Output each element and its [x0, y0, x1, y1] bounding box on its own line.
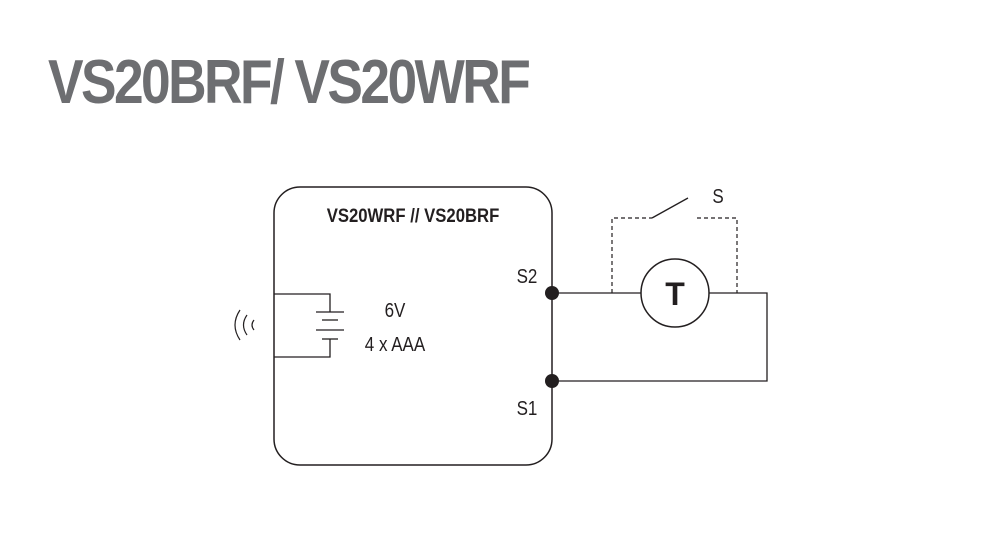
device-enclosure — [273, 186, 553, 466]
terminal-s2 — [545, 286, 559, 300]
battery-icon — [274, 293, 344, 358]
thermostat-label: T — [665, 276, 685, 312]
terminal-label-s2: S2 — [517, 265, 538, 288]
switch-icon — [651, 197, 689, 219]
device-label: VS20WRF // VS20BRF — [327, 205, 500, 226]
page-title: VS20BRF/ VS20WRF — [48, 48, 531, 117]
battery-voltage: 6V — [385, 299, 406, 322]
terminal-s1 — [545, 374, 559, 388]
external-wiring — [552, 292, 768, 382]
wireless-signal-icon — [234, 309, 255, 341]
thermostat-symbol — [640, 258, 710, 328]
switch-branch — [611, 217, 738, 293]
battery-config: 4 x AAA — [365, 333, 426, 356]
terminal-label-s1: S1 — [517, 397, 538, 420]
switch-label: S — [712, 185, 723, 208]
